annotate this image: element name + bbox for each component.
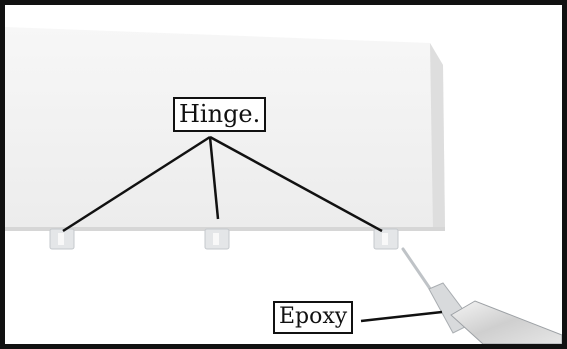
hinge-label: Hinge. — [173, 97, 267, 132]
epoxy-label: Epoxy — [273, 301, 354, 334]
hinge-tab-left — [49, 228, 75, 250]
hinge-callout-lines — [62, 135, 383, 233]
epoxy-callout-line — [360, 310, 443, 323]
hinge-tab-right — [373, 228, 399, 250]
epoxy-bottle — [401, 247, 562, 344]
hinge-tab-middle — [204, 228, 230, 250]
panel-bevel — [430, 43, 445, 230]
photo-scene — [5, 27, 562, 344]
